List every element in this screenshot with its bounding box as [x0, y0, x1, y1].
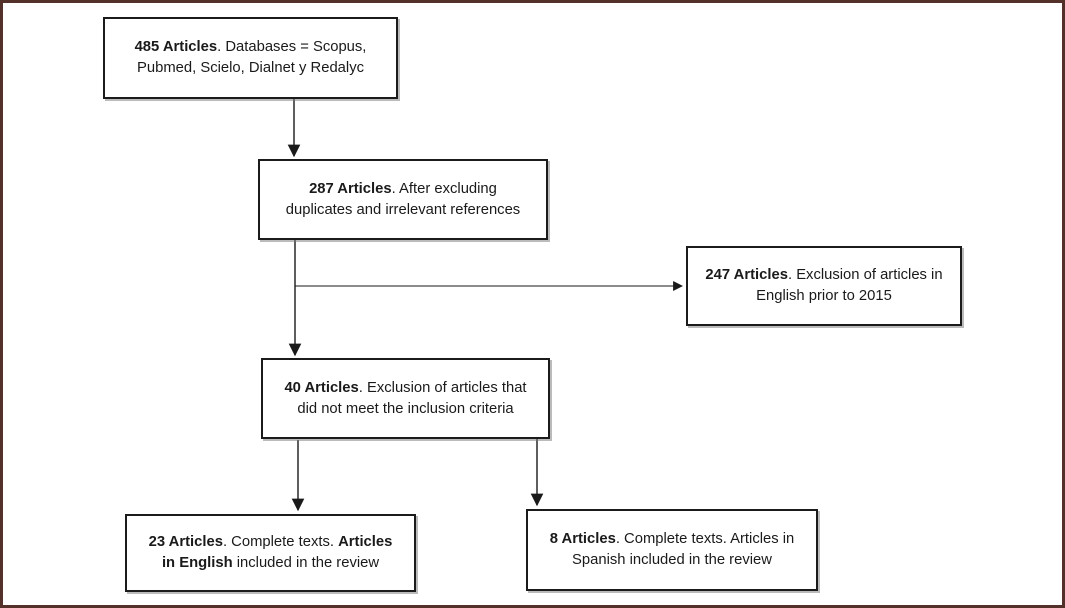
box-23-articles-text: 23 Articles. Complete texts. Articles in… [148, 534, 393, 571]
box-8-articles-text: 8 Articles. Complete texts. Articles in … [549, 531, 795, 568]
box-485-articles-text: 485 Articles. Databases = Scopus, Pubmed… [134, 39, 367, 76]
box-287-articles: 287 Articles. After excluding duplicates… [258, 159, 548, 240]
box-40-articles-text: 40 Articles. Exclusion of articles that … [284, 379, 527, 417]
box-8-articles: 8 Articles. Complete texts. Articles in … [526, 509, 818, 591]
box-287-articles-text: 287 Articles. After excluding duplicates… [285, 180, 521, 218]
box-40-articles: 40 Articles. Exclusion of articles that … [261, 358, 550, 439]
box-247-articles: 247 Articles. Exclusion of articles in E… [686, 246, 962, 326]
box-247-articles-text: 247 Articles. Exclusion of articles in E… [705, 267, 943, 304]
box-485-articles: 485 Articles. Databases = Scopus, Pubmed… [103, 17, 398, 99]
box-23-articles: 23 Articles. Complete texts. Articles in… [125, 514, 416, 592]
